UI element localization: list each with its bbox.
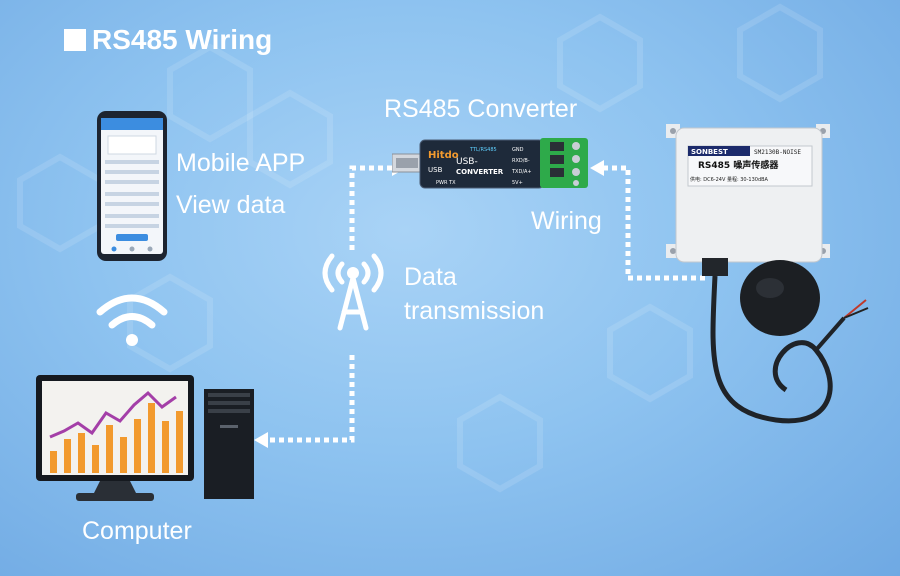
desktop-computer (36, 375, 254, 501)
converter-pin-3: TXD/A+ (511, 169, 532, 175)
line-sensor-to-converter (600, 165, 705, 281)
noise-sensor-device: SONBEST SM2130B-NOISE RS485 噪声传感器 供电: DC… (666, 124, 869, 424)
converter-model: TTL/RS485 (469, 147, 497, 153)
label-data: Data (404, 263, 457, 291)
sensor-model: SM2130B-NOISE (754, 149, 801, 156)
label-view-data: View data (176, 191, 286, 219)
converter-brand: Hitdo (428, 150, 459, 161)
converter-pin-1: GND (512, 147, 524, 153)
converter-line1: USB- (456, 157, 478, 167)
converter-usb-text: USB (428, 166, 443, 174)
sensor-spec: 供电: DC6-24V 量程: 30-130dBA (690, 176, 769, 183)
converter-line2: CONVERTER (456, 168, 504, 176)
mobile-phone (97, 111, 167, 261)
label-wiring: Wiring (531, 207, 602, 235)
monitor-bar-chart (50, 403, 183, 473)
label-computer: Computer (82, 517, 192, 545)
title-square-icon (64, 29, 86, 51)
converter-pin-2: RXD/B- (512, 158, 530, 164)
converter-leds: PWR TX (436, 180, 456, 186)
converter-pin-4: 5V+ (512, 180, 523, 186)
label-transmission: transmission (404, 297, 545, 325)
arrow-from-sensor-icon (590, 160, 604, 176)
line-antenna-to-computer (258, 355, 355, 443)
title-text: RS485 Wiring (92, 24, 273, 55)
antenna-tower-icon (322, 253, 384, 331)
label-rs485-converter: RS485 Converter (384, 95, 578, 123)
page-title: RS485 Wiring (64, 24, 272, 56)
sensor-brand: SONBEST (691, 148, 728, 156)
usb-converter-device: Hitdo USB USB- CONVERTER TTL/RS485 GND R… (392, 138, 588, 189)
label-mobile-app: Mobile APP (176, 149, 306, 177)
line-converter-to-antenna (349, 165, 405, 250)
sensor-name: RS485 噪声传感器 (698, 159, 779, 171)
arrow-to-computer-icon (254, 432, 268, 448)
wifi-icon (96, 294, 168, 346)
monitor-line-chart (49, 390, 177, 439)
